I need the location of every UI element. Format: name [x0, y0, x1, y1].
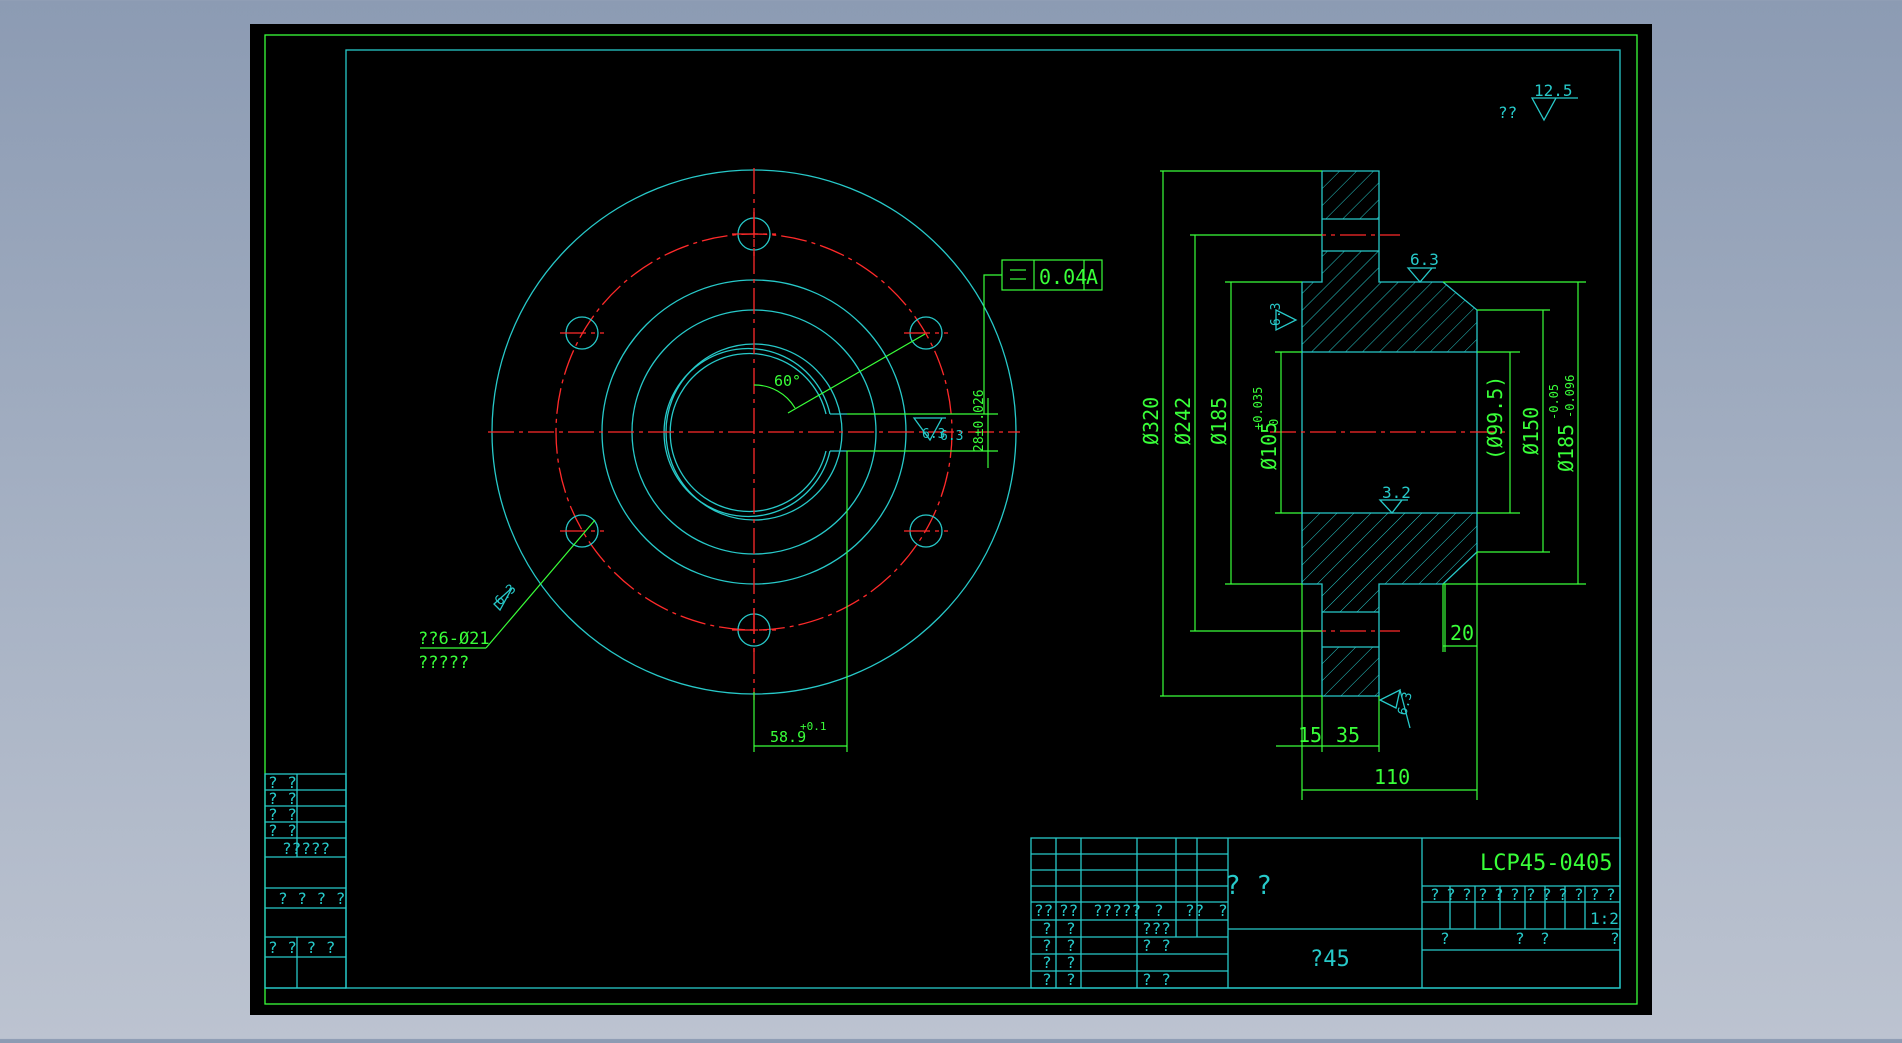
svg-text:? ?: ? ?: [1142, 970, 1171, 989]
svg-text:+0.035: +0.035: [1251, 387, 1265, 430]
svg-text:Ø185: Ø185: [1554, 424, 1578, 472]
svg-text:?: ?: [1510, 885, 1520, 904]
svg-text:?: ?: [1066, 970, 1076, 989]
title-block: ? ? ?45 LCP45-0405 1:2 ?? ?? ????? ? ?? …: [1030, 837, 1621, 989]
svg-text:???: ???: [1142, 919, 1171, 938]
svg-text:?: ?: [1066, 919, 1076, 938]
svg-text:20: 20: [1450, 621, 1474, 645]
svg-text:?: ?: [1606, 885, 1616, 904]
svg-text:?: ?: [1610, 929, 1620, 948]
drawing-code: LCP45-0405: [1480, 851, 1612, 876]
svg-text:? ?: ? ?: [268, 773, 297, 792]
svg-text:-0.05: -0.05: [1547, 384, 1561, 420]
svg-text:?: ?: [1478, 885, 1488, 904]
part-name: ? ?: [1225, 871, 1272, 901]
svg-text:6.3: 6.3: [1395, 690, 1416, 717]
svg-text:? ?: ? ?: [1142, 936, 1171, 955]
svg-text:0.04: 0.04: [1039, 265, 1087, 289]
sheet-frame: [345, 49, 1621, 989]
svg-text:?: ?: [1590, 885, 1600, 904]
svg-text:?: ?: [1542, 885, 1552, 904]
svg-text:?: ?: [1515, 929, 1525, 948]
svg-text:?????: ?????: [418, 653, 469, 673]
svg-text:6.3: 6.3: [1269, 303, 1284, 326]
front-view: 60° 28±0.026 0.04 A 6.3 6.3 58.9 +0.1 ??…: [418, 168, 1103, 752]
svg-text:?????: ?????: [1093, 901, 1141, 920]
svg-text:Ø320: Ø320: [1139, 397, 1163, 445]
revision-side-table: ? ? ? ? ? ? ? ? ????? ? ? ? ? ? ? ? ?: [264, 773, 347, 989]
material: ?45: [1310, 947, 1350, 972]
svg-text:35: 35: [1336, 723, 1360, 747]
svg-text:?: ?: [1462, 885, 1472, 904]
svg-text:A: A: [1086, 265, 1098, 289]
scale: 1:2: [1590, 909, 1619, 928]
sheet-outer-border: [264, 34, 1638, 1005]
svg-text:??: ??: [1034, 901, 1053, 920]
svg-text:?: ?: [1574, 885, 1584, 904]
svg-text:12.5: 12.5: [1534, 81, 1573, 100]
svg-text:0: 0: [1267, 419, 1281, 426]
svg-text:?: ?: [1558, 885, 1568, 904]
svg-text:Ø105: Ø105: [1257, 422, 1281, 470]
flatness-tolerance-frame: 0.04 A: [983, 259, 1103, 414]
svg-text:?: ?: [1440, 929, 1450, 948]
svg-text:58.9: 58.9: [770, 728, 806, 746]
svg-text:-0.096: -0.096: [1563, 375, 1577, 418]
svg-text:?: ?: [1066, 953, 1076, 972]
svg-text:15: 15: [1298, 723, 1322, 747]
svg-text:?: ?: [1042, 953, 1052, 972]
svg-text:?: ?: [1042, 970, 1052, 989]
svg-text:Ø150: Ø150: [1519, 407, 1543, 455]
svg-text:?: ?: [1042, 919, 1052, 938]
svg-text:?: ?: [1430, 885, 1440, 904]
svg-text:+0.1: +0.1: [800, 720, 827, 733]
side-view: Ø320 Ø242 Ø185 Ø105 +0.035 0 (Ø99.5) Ø15…: [1139, 170, 1586, 800]
svg-text:? ? ? ?: ? ? ? ?: [268, 938, 335, 957]
svg-text:?: ?: [1446, 885, 1456, 904]
svg-text:(Ø99.5): (Ø99.5): [1483, 376, 1507, 460]
svg-text:6.3: 6.3: [1410, 250, 1439, 269]
svg-text:?: ?: [1066, 936, 1076, 955]
svg-text:? ?: ? ?: [268, 821, 297, 840]
svg-text:110: 110: [1374, 765, 1410, 789]
svg-text:Ø185: Ø185: [1207, 397, 1231, 445]
svg-text:28±0.026: 28±0.026: [972, 389, 987, 452]
svg-text:??: ??: [1059, 901, 1078, 920]
svg-text:6.3: 6.3: [940, 429, 963, 444]
svg-text:??: ??: [1498, 103, 1517, 122]
svg-text:??6-Ø21: ??6-Ø21: [418, 629, 490, 649]
svg-text:60°: 60°: [774, 372, 801, 390]
svg-text:3.2: 3.2: [1382, 483, 1411, 502]
svg-text:Ø242: Ø242: [1171, 397, 1195, 445]
svg-text:?: ?: [1154, 901, 1164, 920]
svg-text:?: ?: [1526, 885, 1536, 904]
svg-text:?: ?: [1540, 929, 1550, 948]
svg-text:?: ?: [1494, 885, 1504, 904]
svg-text:?????: ?????: [282, 839, 330, 858]
svg-text:? ?: ? ?: [268, 789, 297, 808]
svg-text:6.3: 6.3: [922, 427, 945, 442]
svg-text:?: ?: [1042, 936, 1052, 955]
svg-text:? ? ? ?: ? ? ? ?: [278, 889, 345, 908]
svg-text:?: ?: [1218, 901, 1228, 920]
svg-text:??: ??: [1185, 901, 1204, 920]
general-roughness-note: ?? 12.5: [1498, 81, 1578, 122]
svg-text:? ?: ? ?: [268, 805, 297, 824]
